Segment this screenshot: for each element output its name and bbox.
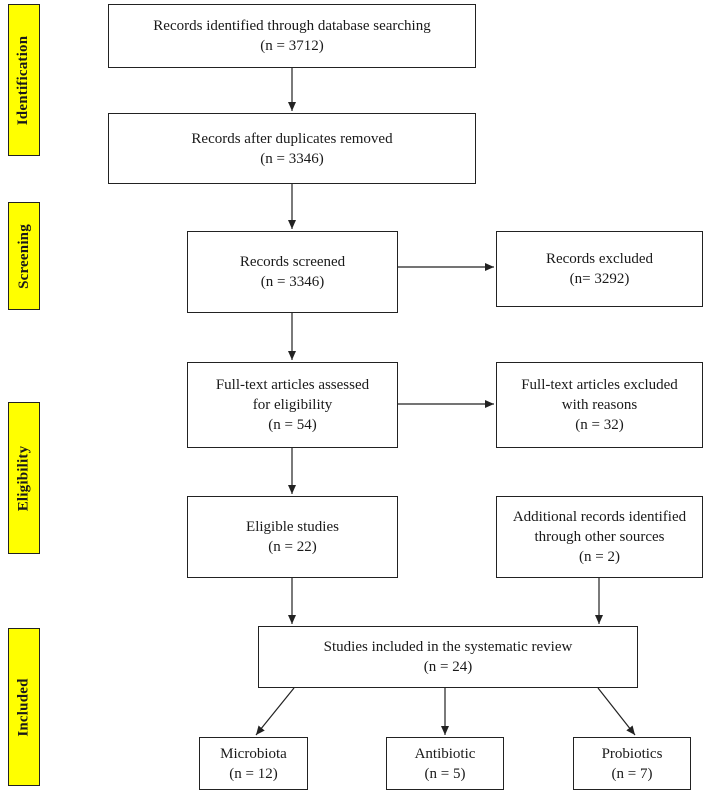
box-records-screened: Records screened (n = 3346) — [187, 231, 398, 313]
box-probiotics: Probiotics (n = 7) — [573, 737, 691, 790]
box-studies-included: Studies included in the systematic revie… — [258, 626, 638, 688]
box-fulltext-excluded: Full-text articles excluded with reasons… — [496, 362, 703, 448]
box-after-duplicates: Records after duplicates removed (n = 33… — [108, 113, 476, 184]
box-fulltext-assessed-count: (n = 54) — [268, 417, 317, 433]
arrow-included-to-probiotics — [597, 687, 636, 736]
box-microbiota: Microbiota (n = 12) — [199, 737, 308, 790]
box-after-duplicates-line1: Records after duplicates removed — [191, 130, 393, 147]
box-fulltext-excluded-count: (n = 32) — [575, 417, 624, 433]
box-antibiotic-count: (n = 5) — [424, 765, 466, 782]
box-eligible-studies-line1: Eligible studies — [246, 519, 339, 535]
box-records-identified-line1: Records identified through database sear… — [153, 18, 431, 34]
stage-screening: Screening — [8, 202, 40, 310]
box-antibiotic-label: Antibiotic — [414, 745, 476, 762]
arrow-included-to-microbiota — [255, 687, 295, 736]
box-studies-included-count: (n = 24) — [423, 659, 473, 675]
box-records-screened-count: (n = 3346) — [260, 274, 325, 290]
box-fulltext-assessed-line1: Full-text articles assessed — [215, 377, 370, 393]
box-records-excluded-count: (n= 3292) — [569, 271, 630, 287]
box-fulltext-assessed-line2: for eligibility — [252, 397, 333, 413]
box-microbiota-count: (n = 12) — [229, 765, 278, 782]
box-additional-records-line2: through other sources — [534, 529, 665, 545]
box-probiotics-label: Probiotics — [601, 745, 663, 762]
stage-identification: Identification — [8, 4, 40, 156]
box-antibiotic: Antibiotic (n = 5) — [386, 737, 504, 790]
box-records-excluded-line1: Records excluded — [545, 251, 654, 267]
box-probiotics-count: (n = 7) — [611, 765, 653, 782]
box-fulltext-excluded-line2: with reasons — [561, 397, 638, 413]
box-records-excluded: Records excluded (n= 3292) — [496, 231, 703, 307]
box-studies-included-line1: Studies included in the systematic revie… — [323, 639, 573, 655]
box-eligible-studies-count: (n = 22) — [268, 539, 317, 555]
stage-included: Included — [8, 628, 40, 786]
box-records-identified: Records identified through database sear… — [108, 4, 476, 68]
box-after-duplicates-count: (n = 3346) — [260, 150, 324, 167]
box-records-screened-line1: Records screened — [239, 254, 346, 270]
box-additional-records: Additional records identified through ot… — [496, 496, 703, 578]
box-microbiota-label: Microbiota — [220, 745, 287, 762]
box-fulltext-excluded-line1: Full-text articles excluded — [521, 377, 678, 393]
box-additional-records-line1: Additional records identified — [512, 509, 687, 525]
box-eligible-studies: Eligible studies (n = 22) — [187, 496, 398, 578]
box-records-identified-count: (n = 3712) — [260, 38, 324, 54]
box-fulltext-assessed: Full-text articles assessed for eligibil… — [187, 362, 398, 448]
stage-eligibility: Eligibility — [8, 402, 40, 554]
box-additional-records-count: (n = 2) — [579, 549, 620, 565]
